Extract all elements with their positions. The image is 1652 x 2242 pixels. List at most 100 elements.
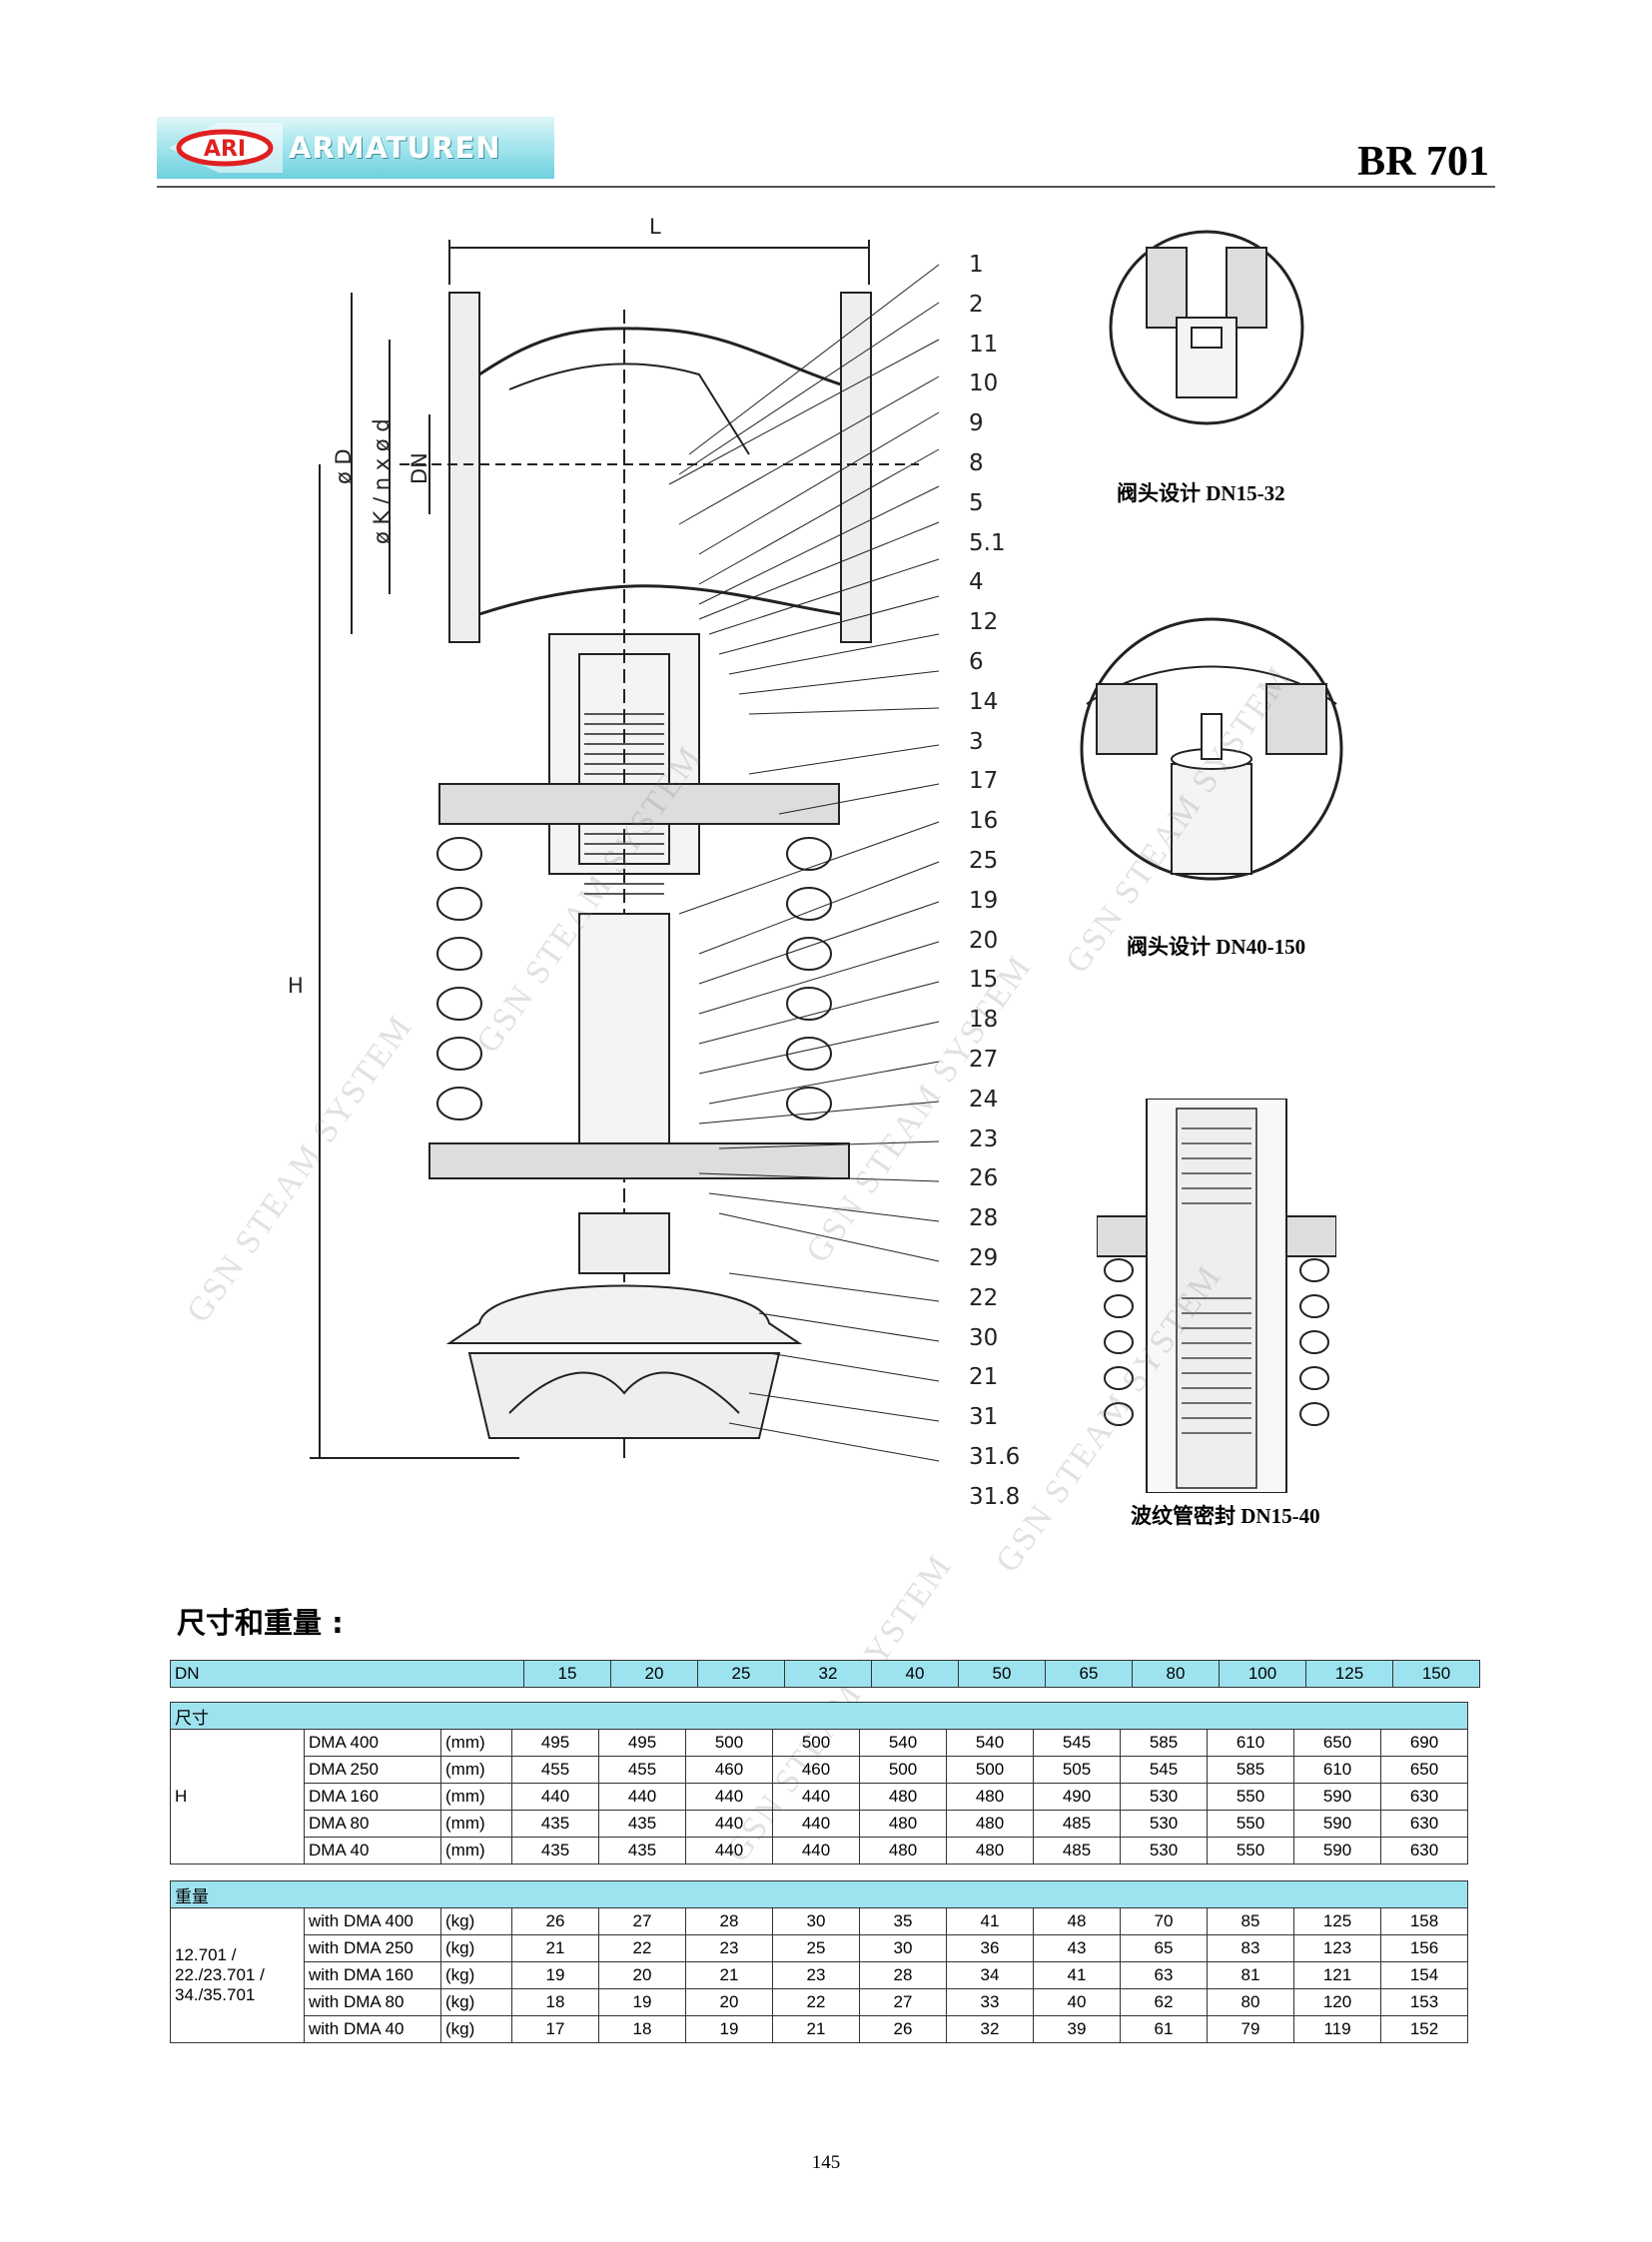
value-cell: 505 <box>1033 1756 1121 1784</box>
part-number-label: 18 <box>969 1007 999 1034</box>
value-cell: 41 <box>1033 1961 1121 1989</box>
part-number-label: 20 <box>969 927 999 954</box>
value-cell: 440 <box>772 1783 860 1811</box>
value-cell: 19 <box>685 2015 773 2043</box>
value-cell: 495 <box>598 1729 686 1757</box>
dim-height-label: H <box>288 974 304 998</box>
part-number-label: 3 <box>969 728 984 755</box>
part-number-label: 28 <box>969 1205 999 1232</box>
value-cell: 540 <box>946 1729 1034 1757</box>
value-cell: 440 <box>511 1783 599 1811</box>
value-cell: 121 <box>1293 1961 1381 1989</box>
model-cell: with DMA 160 <box>304 1961 441 1989</box>
value-cell: 80 <box>1207 1988 1294 2016</box>
part-number-label: 6 <box>969 649 984 675</box>
value-cell: 79 <box>1207 2015 1294 2043</box>
detail-plug-dn15-32 <box>1107 228 1306 432</box>
dn-value-cell: 40 <box>871 1660 959 1688</box>
value-cell: 440 <box>772 1810 860 1838</box>
part-number-label: 23 <box>969 1125 999 1152</box>
unit-cell: (kg) <box>440 1934 512 1962</box>
value-cell: 28 <box>685 1907 773 1935</box>
detail-bellows-dn15-40 <box>1096 1098 1337 1498</box>
value-cell: 20 <box>598 1961 686 1989</box>
value-cell: 545 <box>1033 1729 1121 1757</box>
value-cell: 30 <box>859 1934 947 1962</box>
part-number-label: 22 <box>969 1284 999 1311</box>
weight-header: 重量 <box>170 1880 1468 1908</box>
part-number-label: 11 <box>969 331 999 358</box>
value-cell: 440 <box>598 1783 686 1811</box>
part-number-label: 21 <box>969 1364 999 1391</box>
dimensions-header-row: 尺寸 <box>170 1702 1468 1730</box>
value-cell: 39 <box>1033 2015 1121 2043</box>
part-number-label: 29 <box>969 1245 999 1271</box>
document-code: BR 701 <box>1357 139 1489 185</box>
value-cell: 530 <box>1120 1810 1208 1838</box>
part-number-label: 9 <box>969 410 984 437</box>
value-cell: 70 <box>1120 1907 1208 1935</box>
dn-value-cell: 25 <box>697 1660 785 1688</box>
value-cell: 590 <box>1293 1783 1381 1811</box>
value-cell: 36 <box>946 1934 1034 1962</box>
value-cell: 480 <box>859 1783 947 1811</box>
value-cell: 18 <box>511 1988 599 2016</box>
model-cell: DMA 250 <box>304 1756 441 1784</box>
value-cell: 26 <box>511 1907 599 1935</box>
part-number-label: 31.8 <box>969 1483 1021 1510</box>
value-cell: 153 <box>1380 1988 1468 2016</box>
value-cell: 62 <box>1120 1988 1208 2016</box>
part-number-label: 14 <box>969 688 999 715</box>
value-cell: 550 <box>1207 1810 1294 1838</box>
part-number-label: 31 <box>969 1404 999 1431</box>
header-divider <box>157 186 1495 188</box>
value-cell: 125 <box>1293 1907 1381 1935</box>
value-cell: 23 <box>772 1961 860 1989</box>
value-cell: 440 <box>685 1837 773 1865</box>
unit-cell: (mm) <box>440 1783 512 1811</box>
value-cell: 40 <box>1033 1988 1121 2016</box>
value-cell: 650 <box>1293 1729 1381 1757</box>
value-cell: 460 <box>685 1756 773 1784</box>
value-cell: 81 <box>1207 1961 1294 1989</box>
model-cell: DMA 80 <box>304 1810 441 1838</box>
dn-value-cell: 100 <box>1219 1660 1306 1688</box>
value-cell: 152 <box>1380 2015 1468 2043</box>
value-cell: 43 <box>1033 1934 1121 1962</box>
value-cell: 480 <box>859 1810 947 1838</box>
part-number-label: 26 <box>969 1165 999 1192</box>
value-cell: 530 <box>1120 1783 1208 1811</box>
part-number-label: 5 <box>969 489 984 516</box>
unit-cell: (mm) <box>440 1756 512 1784</box>
logo-badge-text: ARI <box>204 137 246 162</box>
logo-graphic: ARI <box>169 123 283 173</box>
model-cell: DMA 40 <box>304 1837 441 1865</box>
value-cell: 455 <box>511 1756 599 1784</box>
unit-cell: (mm) <box>440 1729 512 1757</box>
value-cell: 490 <box>1033 1783 1121 1811</box>
dn-value-cell: 32 <box>784 1660 872 1688</box>
value-cell: 440 <box>772 1837 860 1865</box>
part-number-label: 10 <box>969 371 999 397</box>
unit-cell: (kg) <box>440 1961 512 1989</box>
value-cell: 630 <box>1380 1810 1468 1838</box>
value-cell: 119 <box>1293 2015 1381 2043</box>
detail-plug-dn40-150 <box>1077 614 1346 889</box>
value-cell: 440 <box>685 1810 773 1838</box>
detail-plug-small-svg <box>1109 230 1304 425</box>
dim-bolt-circle-label: ø K / n x ø d <box>370 418 394 544</box>
unit-cell: (kg) <box>440 2015 512 2043</box>
value-cell: 19 <box>598 1988 686 2016</box>
value-cell: 435 <box>598 1837 686 1865</box>
value-cell: 460 <box>772 1756 860 1784</box>
value-cell: 480 <box>859 1837 947 1865</box>
value-cell: 590 <box>1293 1810 1381 1838</box>
value-cell: 32 <box>946 2015 1034 2043</box>
part-number-label: 27 <box>969 1047 999 1073</box>
